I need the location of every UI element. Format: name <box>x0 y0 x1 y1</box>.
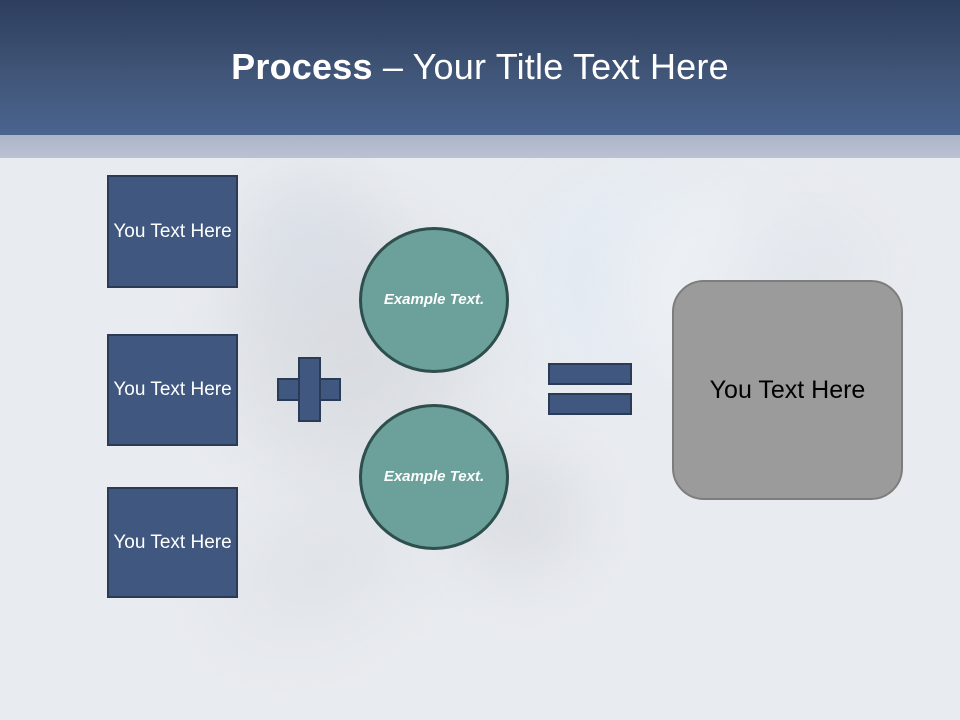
page-title-light: – Your Title Text Here <box>372 46 729 87</box>
example-circle-1[interactable]: Example Text. <box>359 227 509 373</box>
example-circle-2[interactable]: Example Text. <box>359 404 509 550</box>
input-box-2[interactable]: You Text Here <box>107 334 238 446</box>
title-bar: Process – Your Title Text Here <box>0 0 960 135</box>
plus-icon-center-fill <box>300 380 319 399</box>
page-title: Process – Your Title Text Here <box>0 46 960 88</box>
equals-icon <box>548 363 632 415</box>
plus-icon <box>277 357 341 422</box>
equals-icon-bottom-bar <box>548 393 632 415</box>
input-box-3[interactable]: You Text Here <box>107 487 238 598</box>
input-box-1[interactable]: You Text Here <box>107 175 238 288</box>
page-title-strong: Process <box>231 46 373 87</box>
result-box[interactable]: You Text Here <box>672 280 903 500</box>
title-accent-band <box>0 135 960 158</box>
equals-icon-top-bar <box>548 363 632 385</box>
